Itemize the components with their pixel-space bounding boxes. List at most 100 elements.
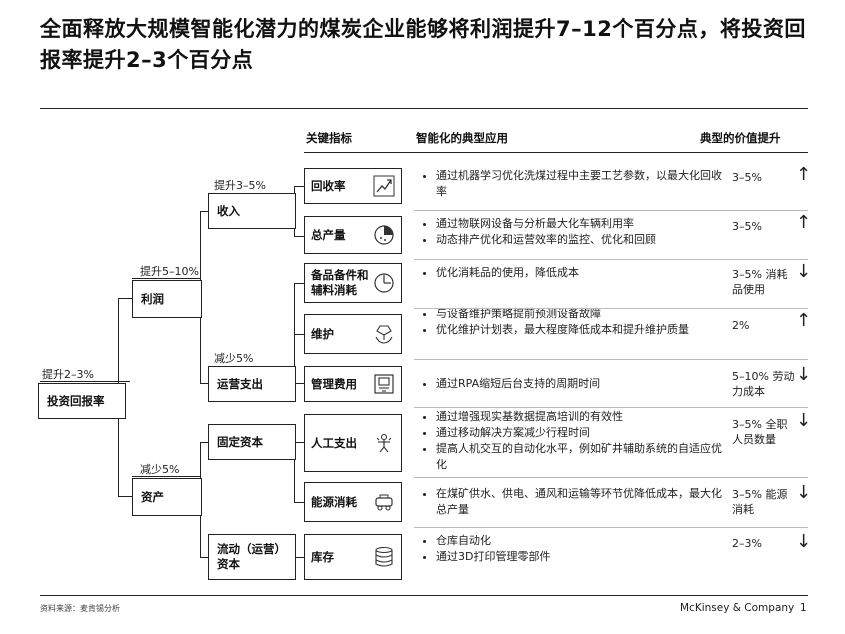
kpi-energy: 能源消耗 — [304, 482, 402, 522]
pie-chart-icon — [374, 225, 394, 245]
kpi-total-output: 总产量 — [304, 216, 402, 254]
app-item: 在煤矿供水、供电、通风和运输等环节优降低成本，最大化总产量 — [436, 486, 724, 518]
value-labor: 3–5% 全职人员数量 — [732, 418, 788, 446]
header-value: 典型的价值提升 — [700, 131, 781, 145]
kpi-label: 备品备件和辅料消耗 — [311, 268, 369, 297]
value-maintenance: 2% — [732, 319, 750, 332]
app-item: 与设备维护策略提前预测设备故障 — [436, 306, 724, 322]
arrow-up-icon: ↑ — [796, 310, 812, 331]
node-revenue: 收入 — [208, 193, 296, 229]
apps-row-labor: 通过增强现实基数据提高培训的有效性通过移动解决方案减少行程时间提高人机交互的自动… — [414, 409, 724, 473]
connector — [294, 283, 295, 383]
connector — [294, 383, 304, 384]
app-item: 动态排产优化和运营效率的监控、优化和回顾 — [436, 232, 724, 248]
app-item: 通过RPA缩短后台支持的周期时间 — [436, 376, 724, 392]
app-item: 仓库自动化 — [436, 533, 724, 549]
title-divider — [40, 108, 808, 109]
kpi-admin-cost: 管理费用 — [304, 366, 402, 402]
kpi-label: 总产量 — [311, 227, 346, 242]
connector — [294, 334, 304, 335]
connector — [40, 381, 130, 382]
app-item: 优化消耗品的使用，降低成本 — [436, 265, 724, 281]
kpi-labor-cost: 人工支出 — [304, 414, 402, 472]
node-roi: 投资回报率 — [38, 383, 126, 419]
arrow-down-icon: ↓ — [796, 261, 812, 282]
kpi-label: 维护 — [311, 326, 334, 341]
header-kpi: 关键指标 — [306, 131, 352, 145]
connector — [132, 476, 200, 477]
header-app: 智能化的典型应用 — [416, 131, 508, 145]
connector — [294, 442, 295, 502]
kpi-maintenance: 维护 — [304, 314, 402, 354]
arrow-up-icon: ↑ — [796, 212, 812, 233]
connector — [200, 557, 210, 558]
row-divider — [414, 477, 808, 478]
value-inventory: 2–3% — [732, 537, 762, 550]
node-fixed-capital: 固定资本 — [208, 424, 296, 460]
connector — [294, 502, 304, 503]
row-divider — [414, 359, 808, 360]
connector — [294, 236, 304, 237]
line-chart-icon — [373, 175, 395, 197]
worker-icon — [376, 433, 392, 453]
apps-row-total-output: 通过物联网设备与分析最大化车辆利用率动态排产优化和运营效率的监控、优化和回顾 — [414, 216, 724, 248]
row-divider — [414, 527, 808, 528]
app-item: 优化维护计划表，最大程度降低成本和提升维护质量 — [436, 322, 724, 338]
maintenance-icon — [375, 325, 393, 344]
arrow-down-icon: ↓ — [796, 531, 812, 552]
arrow-down-icon: ↓ — [796, 482, 812, 503]
apps-row-spare-parts: 优化消耗品的使用，降低成本 — [414, 265, 724, 281]
header-divider — [304, 152, 808, 153]
edge-label-opex: 减少5% — [214, 352, 254, 365]
connector — [200, 383, 210, 384]
edge-label-profit: 提升5–10% — [140, 265, 199, 278]
apps-row-admin: 通过RPA缩短后台支持的周期时间 — [414, 376, 724, 392]
arrow-up-icon: ↑ — [796, 164, 812, 185]
value-spare-parts: 3–5% 消耗品使用 — [732, 268, 788, 296]
arrow-down-icon: ↓ — [796, 410, 812, 431]
source-note: 资料来源：麦肯锡分析 — [40, 604, 120, 613]
connector — [132, 278, 200, 279]
edge-label-assets: 减少5% — [140, 463, 180, 476]
connector — [294, 186, 304, 187]
kpi-label: 能源消耗 — [311, 494, 357, 509]
row-divider — [414, 407, 808, 408]
node-working-capital: 流动（运营）资本 — [208, 534, 296, 580]
node-opex: 运营支出 — [208, 366, 296, 402]
value-energy: 3–5% 能源消耗 — [732, 488, 788, 516]
footer-divider — [40, 595, 808, 596]
connector — [118, 298, 132, 299]
edge-label-root: 提升2–3% — [42, 368, 94, 381]
database-icon — [375, 546, 393, 567]
value-admin: 5–10% 劳动力成本 — [732, 370, 795, 398]
edge-label-revenue: 提升3–5% — [214, 179, 266, 192]
apps-row-inventory: 仓库自动化通过3D打印管理零部件 — [414, 533, 724, 565]
app-item: 通过机器学习优化洗煤过程中主要工艺参数，以最大化回收率 — [436, 168, 724, 200]
page-number: 1 — [800, 602, 807, 614]
app-item: 通过移动解决方案减少行程时间 — [436, 425, 724, 441]
value-total-output: 3–5% — [732, 220, 762, 233]
app-item: 通过3D打印管理零部件 — [436, 549, 724, 565]
dial-icon — [374, 273, 394, 293]
apps-row-maintenance: 与设备维护策略提前预测设备故障优化维护计划表，最大程度降低成本和提升维护质量 — [414, 306, 724, 338]
kpi-recovery: 回收率 — [304, 168, 402, 204]
terminal-icon — [374, 374, 394, 394]
row-divider — [414, 308, 808, 309]
page-title: 全面释放大规模智能化潜力的煤炭企业能够将利润提升7–12个百分点，将投资回报率提… — [40, 17, 806, 72]
kpi-label: 管理费用 — [311, 376, 357, 391]
app-item: 提高人机交互的自动化水平，例如矿井辅助系统的自适应优化 — [436, 441, 724, 473]
value-recovery: 3–5% — [732, 171, 762, 184]
node-profit: 利润 — [132, 280, 202, 318]
node-assets: 资产 — [132, 478, 202, 516]
connector — [118, 496, 132, 497]
kpi-spare-parts: 备品备件和辅料消耗 — [304, 263, 402, 303]
kpi-inventory: 库存 — [304, 534, 402, 580]
connector — [200, 211, 210, 212]
arrow-down-icon: ↓ — [796, 364, 812, 385]
connector — [294, 442, 304, 443]
apps-row-recovery: 通过机器学习优化洗煤过程中主要工艺参数，以最大化回收率 — [414, 168, 724, 200]
connector — [294, 283, 304, 284]
connector — [200, 442, 210, 443]
kpi-label: 回收率 — [311, 178, 346, 193]
kpi-label: 库存 — [311, 549, 334, 564]
